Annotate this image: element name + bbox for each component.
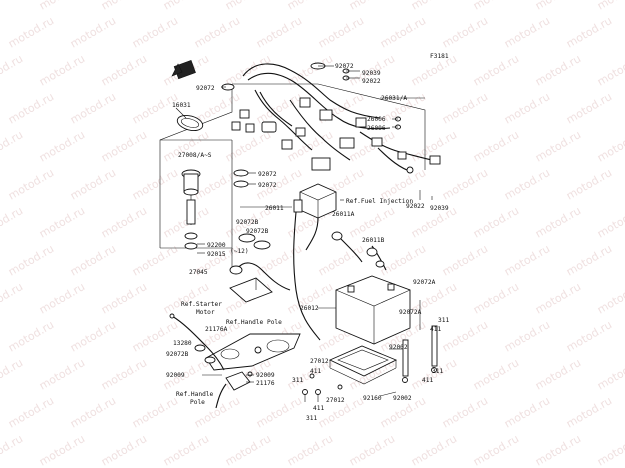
label-411: 411 <box>430 326 441 333</box>
lead-26011b <box>366 245 387 271</box>
ignition-switch <box>181 169 201 250</box>
label-26012: 26012 <box>300 305 319 312</box>
harness-clamp <box>176 114 204 132</box>
label-411: 411 <box>310 368 321 375</box>
label-92160: 92160 <box>363 395 382 402</box>
label-92072b: 92072B <box>236 219 259 226</box>
label-92022: 92022 <box>406 203 425 210</box>
label-21176: 21176 <box>256 380 275 387</box>
label-311: 311 <box>306 415 317 422</box>
label-311: 311 <box>292 377 303 384</box>
label-26011a: 26011A <box>332 211 355 218</box>
battery <box>335 275 411 345</box>
label-92200: 92200 <box>207 242 226 249</box>
label-92072: 92072 <box>258 171 277 178</box>
label-26006: 26006 <box>367 125 386 132</box>
figure-code: F3181 <box>430 53 449 60</box>
ref-handle-pole-b: Ref.Handle <box>176 391 214 398</box>
front-arrow-icon <box>171 59 196 80</box>
label-411: 411 <box>422 377 433 384</box>
leader-lines <box>175 65 433 397</box>
bolts <box>302 373 343 402</box>
battery-strap <box>402 300 438 383</box>
ref-starter-motor-2: Motor <box>196 309 215 316</box>
label-92009: 92009 <box>256 372 275 379</box>
label-92072: 92072 <box>335 63 354 70</box>
ref-starter-motor: Ref.Starter <box>181 301 222 308</box>
starter-relay <box>229 262 291 303</box>
label-92022: 92022 <box>362 78 381 85</box>
label-92039: 92039 <box>362 70 381 77</box>
battery-tray <box>328 345 398 385</box>
ecu-relay-module <box>293 183 337 341</box>
lead-26011a <box>331 231 363 263</box>
ref-handle-pole: Ref.Handle Pole <box>226 319 282 326</box>
main-wire-harness <box>231 63 441 174</box>
ground-lead <box>169 313 225 371</box>
label-411: 411 <box>313 405 324 412</box>
label-92072b: 92072B <box>166 351 189 358</box>
label-26031a: 26031/A <box>381 95 407 102</box>
label-13280: 13280 <box>173 340 192 347</box>
label-311: 311 <box>432 368 443 375</box>
label-26011: 26011 <box>265 205 284 212</box>
label-92015: 92015 <box>207 251 226 258</box>
label-27012: 27012 <box>326 397 345 404</box>
label-27012: 27012 <box>310 358 329 365</box>
label-92072: 92072 <box>258 182 277 189</box>
label-92009: 92009 <box>166 372 185 379</box>
label-27008: 27008/A~S <box>178 152 212 159</box>
clamp-92072-top <box>221 62 401 188</box>
label-92002: 92002 <box>389 344 408 351</box>
label-311: 311 <box>438 317 449 324</box>
relay-bracket <box>205 333 301 371</box>
label-26011b: 26011B <box>362 237 385 244</box>
handle-pole-switch <box>215 371 253 409</box>
label-92072: 92072 <box>196 85 215 92</box>
label-26006: 26006 <box>367 116 386 123</box>
label-21176a: 21176A <box>205 326 228 333</box>
label-92039: 92039 <box>430 205 449 212</box>
ref-fuel-injection: Ref.Fuel Injection <box>346 198 413 205</box>
label-12: (~12) <box>230 248 249 255</box>
label-92072a: 92072A <box>413 279 436 286</box>
clamp-92072b <box>238 233 271 250</box>
label-92072b: 92072B <box>246 228 269 235</box>
label-92002: 92002 <box>393 395 412 402</box>
ref-handle-pole-b2: Pole <box>190 399 205 406</box>
label-92072a: 92072A <box>399 309 422 316</box>
harness-frame <box>159 83 426 270</box>
label-16031: 16031 <box>172 102 191 109</box>
label-27045: 27045 <box>189 269 208 276</box>
